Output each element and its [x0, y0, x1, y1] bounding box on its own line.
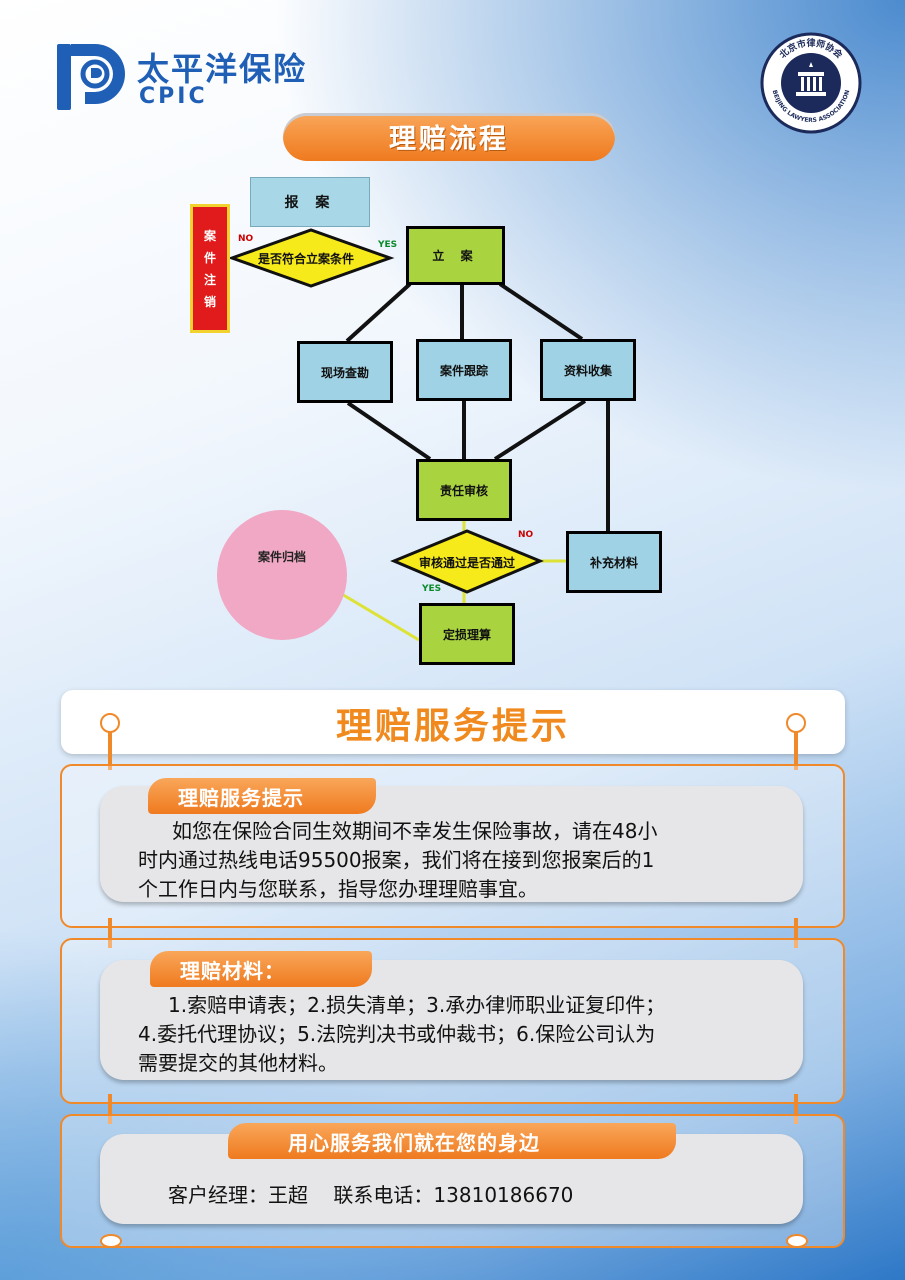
hanger-rod: [108, 1094, 112, 1124]
title-ribbon: [283, 113, 615, 161]
lawyers-association-seal-icon: 北京市律师协会 BEIJING LAWYERS ASSOCIATION: [760, 32, 862, 134]
flow-cancel-char: 案: [203, 228, 216, 243]
hanger-rod: [108, 918, 112, 948]
flow-collect-box: 资料收集: [540, 339, 636, 401]
flow-yes-label: YES: [378, 240, 398, 250]
logo-chinese-name: 太平洋保险: [137, 50, 308, 88]
materials-tag: 理赔材料：: [150, 951, 372, 987]
flow-register-box: 立 案: [406, 226, 505, 285]
hanger-rod: [794, 918, 798, 948]
service-header-panel: [61, 690, 845, 754]
contact-tag: 用心服务我们就在您的身边: [228, 1123, 676, 1159]
cpic-logo-icon: [57, 44, 125, 110]
flow-archive-circle: 案件归档: [217, 510, 347, 640]
materials-text-line: 1.索赔申请表；2.损失清单；3.承办律师职业证复印件；: [168, 993, 666, 1017]
hanger-ring: [100, 1234, 122, 1248]
tip-text-line: 如您在保险合同生效期间不幸发生保险事故，请在48小: [172, 819, 658, 843]
hanger-ring: [786, 1234, 808, 1248]
hanger-ring: [100, 713, 120, 733]
flow-settle-box: 定损理算: [419, 603, 515, 665]
materials-text-line: 4.委托代理协议；5.法院判决书或仲裁书；6.保险公司认为: [138, 1022, 656, 1046]
logo-english-name: CPIC: [139, 84, 208, 109]
flow-review-box: 责任审核: [416, 459, 512, 521]
hanger-rod: [794, 1094, 798, 1124]
tip-text-line: 个工作日内与您联系，指导您办理理赔事宜。: [138, 877, 538, 901]
hanger-ring: [786, 713, 806, 733]
page-title: 理赔流程: [389, 124, 509, 155]
hanger-rod: [108, 722, 112, 770]
flow-cancel-char: 件: [203, 250, 216, 265]
flow-cancel-char: 销: [203, 294, 216, 309]
flow-decision-review: 审核通过是否通过: [419, 556, 516, 570]
contact-line: 客户经理：王超 联系电话：13810186670: [168, 1183, 574, 1207]
hanger-rod: [794, 722, 798, 770]
tip-text-line: 时内通过热线电话95500报案，我们将在接到您报案后的1: [138, 848, 655, 872]
materials-text-line: 需要提交的其他材料。: [138, 1051, 338, 1075]
flow-no-label: NO: [238, 234, 254, 244]
flow-cancel-box: 案 件 注 销: [190, 204, 230, 333]
flow-yes-label: YES: [422, 584, 442, 594]
flow-decision-register: 是否符合立案条件: [258, 252, 355, 266]
flow-report-box: 报 案: [250, 177, 370, 227]
flow-cancel-char: 注: [203, 272, 216, 287]
flow-scene-box: 现场查勘: [297, 341, 393, 403]
flow-supplement-box: 补充材料: [566, 531, 662, 593]
flow-no-label: NO: [518, 530, 534, 540]
flow-tracking-box: 案件跟踪: [416, 339, 512, 401]
tip-tag: 理赔服务提示: [148, 778, 376, 814]
service-heading: 理赔服务提示: [335, 706, 570, 747]
flowchart-connectors: [227, 228, 610, 642]
